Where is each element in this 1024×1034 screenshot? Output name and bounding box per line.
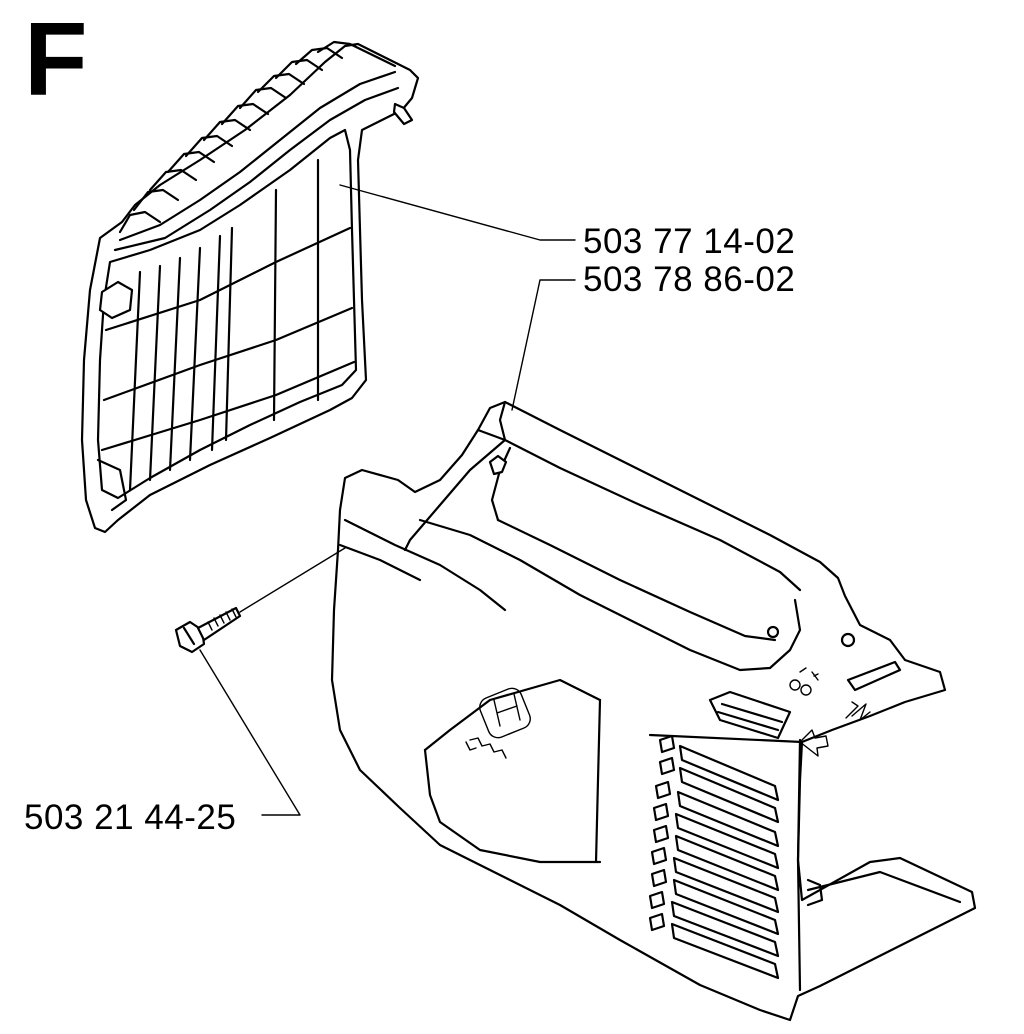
grille-top-ribs: [113, 40, 400, 252]
part-number-air-filter-grille: 503 77 14-02: [583, 222, 796, 261]
screw-drawing: [174, 606, 242, 654]
leader-lines: [199, 184, 576, 816]
cylinder-cover-drawing: [330, 400, 977, 1022]
grille-slots: [100, 158, 356, 492]
part-number-screw: 503 21 44-25: [24, 798, 237, 837]
brand-logo-mark: [465, 687, 531, 759]
air-filter-grille-drawing: [80, 40, 420, 534]
cover-vent-slots: [648, 734, 780, 980]
section-letter: F: [24, 2, 88, 118]
part-number-cylinder-cover: 503 78 86-02: [583, 260, 796, 299]
